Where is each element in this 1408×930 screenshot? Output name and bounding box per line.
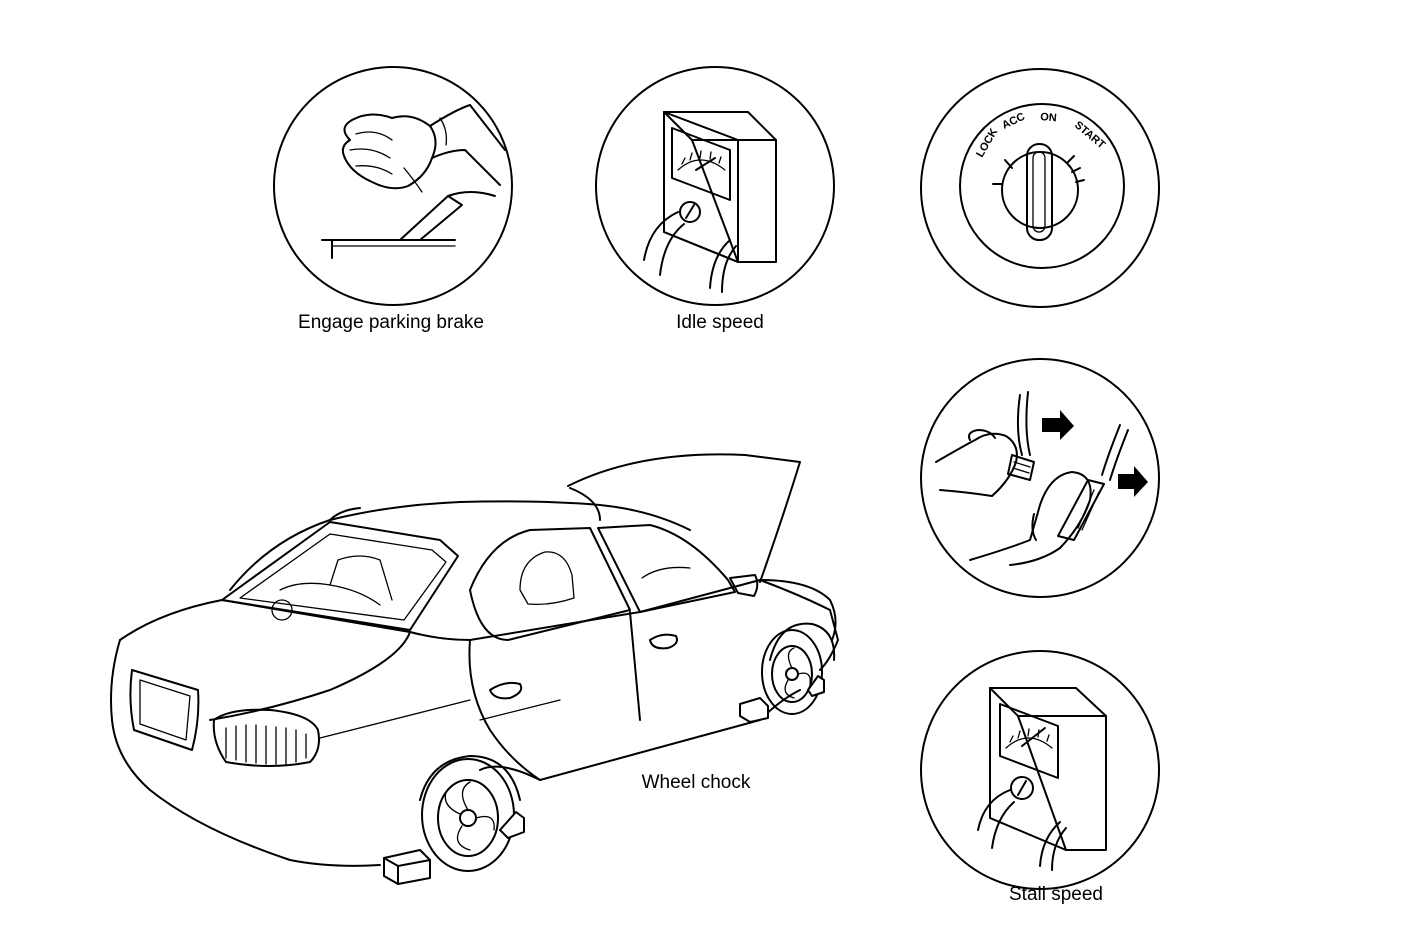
- position-label-on: ON: [1040, 111, 1058, 124]
- rear-door-window: [469, 527, 631, 641]
- door-seam: [629, 611, 641, 721]
- side-mirror: [729, 574, 759, 597]
- rear-wheel: [421, 758, 515, 872]
- license-plate: [129, 669, 200, 751]
- car-drawing: [110, 453, 839, 885]
- front-door-window: [597, 524, 736, 613]
- open-hood: [567, 453, 801, 583]
- caption-engage-parking-brake: Engage parking brake: [298, 312, 484, 333]
- position-label-start: START: [1072, 119, 1107, 151]
- rear-door-handle: [489, 681, 523, 700]
- caption-wheel-chock: Wheel chock: [641, 772, 751, 793]
- front-wheel: [761, 629, 823, 715]
- stall-speed-panel: [920, 650, 1160, 890]
- ignition-key-drawing: [992, 143, 1085, 241]
- wheel-chock-rear: [383, 811, 525, 885]
- wheel-chock-front: [739, 675, 825, 723]
- hand-on-brake-lever-drawing: [321, 104, 506, 259]
- trunk-lid: [119, 599, 411, 721]
- tail-light: [212, 708, 320, 767]
- parking-brake-panel: [273, 66, 513, 306]
- feet-on-pedals-drawing: [935, 391, 1148, 566]
- idle-speed-panel: [595, 66, 835, 306]
- caption-idle-speed: Idle speed: [676, 312, 764, 333]
- ignition-switch-panel: LOCK ACC ON START: [920, 68, 1160, 308]
- position-label-lock: LOCK: [974, 126, 1000, 159]
- pedals-panel: [920, 358, 1160, 598]
- tachometer-drawing: [643, 111, 777, 293]
- rear-window: [221, 521, 459, 631]
- front-door-handle: [649, 633, 678, 650]
- caption-stall-speed: Stall speed: [1008, 884, 1104, 905]
- tachometer-drawing-2: [977, 687, 1107, 871]
